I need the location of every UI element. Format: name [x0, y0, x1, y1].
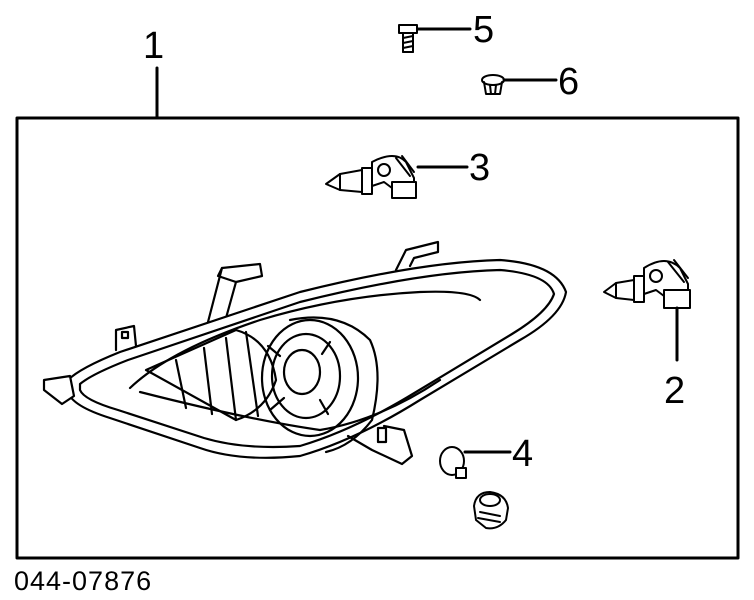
- callout-2-label: 2: [664, 370, 685, 412]
- side-marker-bulb-icon: [439, 446, 467, 479]
- callout-5-label: 5: [473, 9, 494, 51]
- callout-4-label: 4: [512, 433, 533, 475]
- grommet-nut-icon: [481, 74, 505, 95]
- bolt-icon: [398, 24, 418, 53]
- headlamp-housing-icon: [42, 240, 568, 466]
- bulb-socket-icon: [473, 491, 509, 530]
- part-number-label: 044-07876: [14, 566, 152, 596]
- callout-3-label: 3: [469, 147, 490, 189]
- high-beam-bulb-icon: [325, 155, 417, 199]
- callout-1-label: 1: [143, 25, 164, 67]
- low-beam-bulb-icon: [603, 259, 691, 309]
- callout-6-label: 6: [558, 61, 579, 103]
- assembly-frame: [15, 116, 740, 560]
